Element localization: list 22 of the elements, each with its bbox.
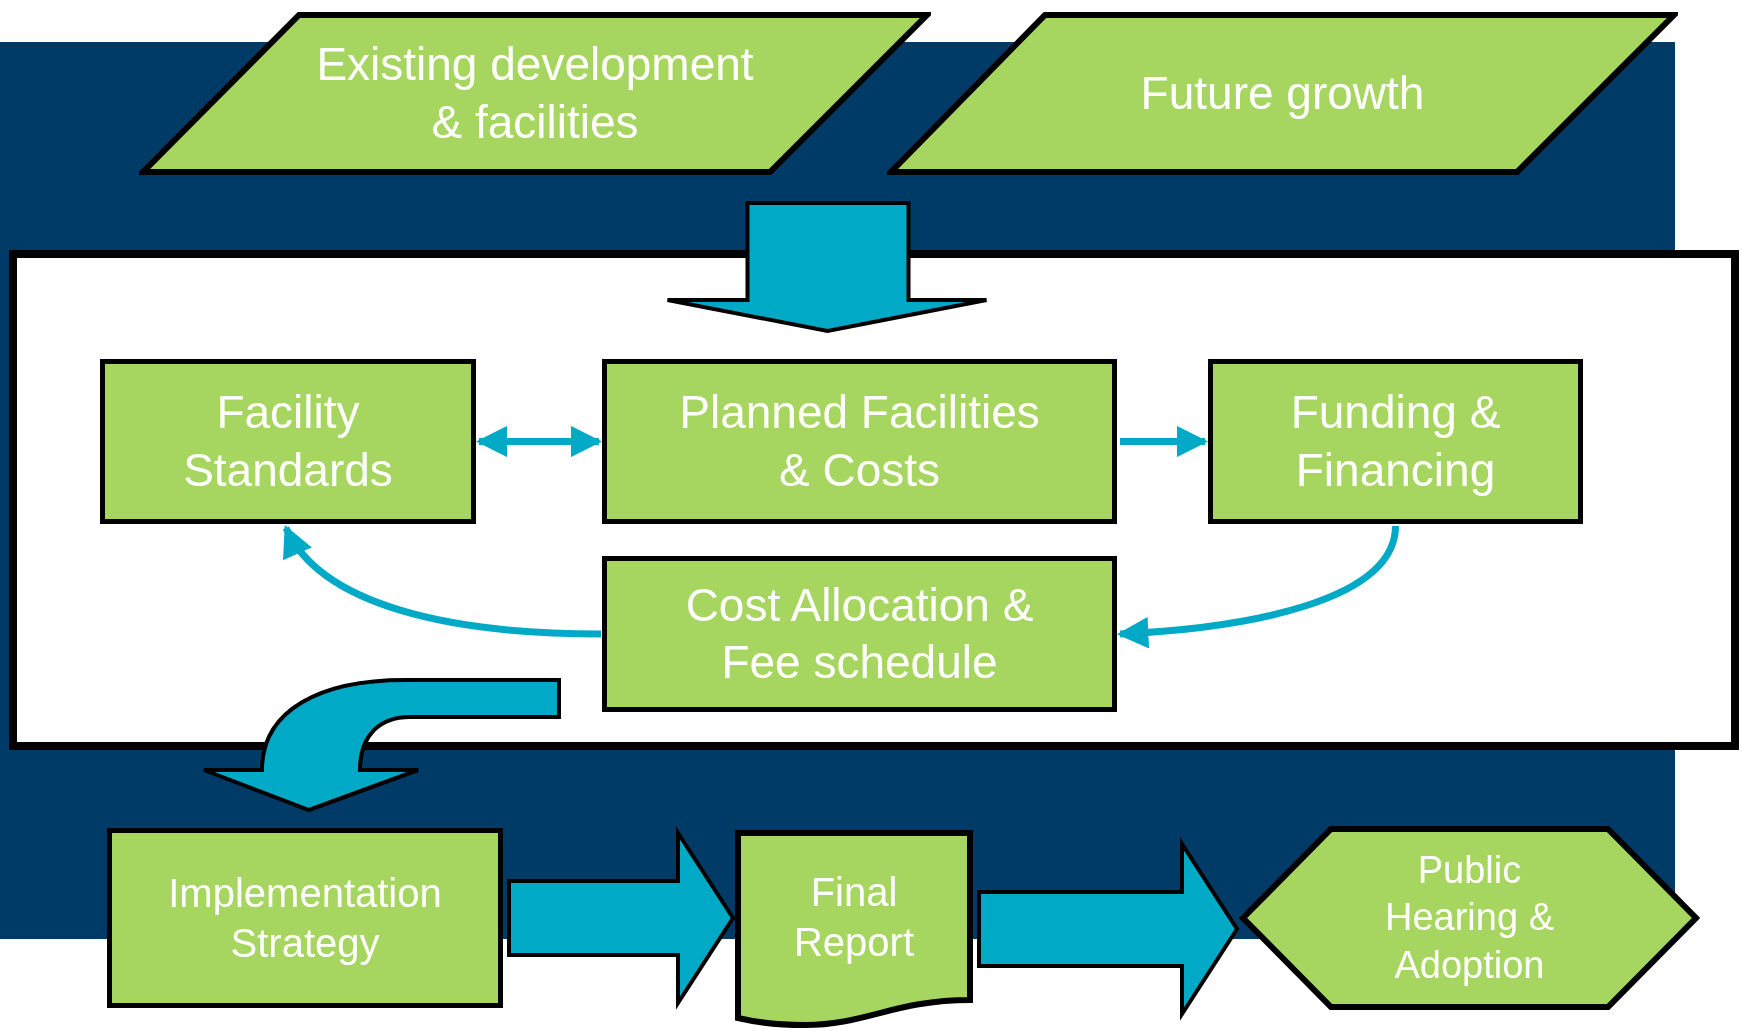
process-box bbox=[602, 556, 1117, 712]
arrow bbox=[1116, 525, 1399, 648]
process-box bbox=[602, 359, 1117, 524]
block-arrow bbox=[665, 201, 989, 334]
process-box bbox=[100, 359, 476, 524]
node-label: Planned Facilities & Costs bbox=[678, 385, 1041, 498]
arrow bbox=[475, 425, 603, 458]
node-label: Final Report bbox=[792, 869, 916, 966]
node-label: Facility Standards bbox=[182, 385, 394, 498]
node-label: Funding & Financing bbox=[1289, 385, 1502, 498]
process-panel bbox=[9, 250, 1739, 750]
node-label: Future growth bbox=[1140, 65, 1425, 121]
block-arrow bbox=[507, 826, 736, 1010]
block-arrow bbox=[202, 678, 561, 812]
node-label: Implementation Strategy bbox=[167, 870, 443, 967]
process-box bbox=[1208, 359, 1583, 524]
node-label: Cost Allocation & Fee schedule bbox=[684, 577, 1035, 690]
block-arrow bbox=[977, 837, 1240, 1021]
node-label: Existing development & facilities bbox=[315, 37, 755, 150]
process-box bbox=[107, 828, 503, 1008]
node-label: Public Hearing & Adoption bbox=[1384, 847, 1555, 988]
arrow bbox=[282, 525, 602, 638]
